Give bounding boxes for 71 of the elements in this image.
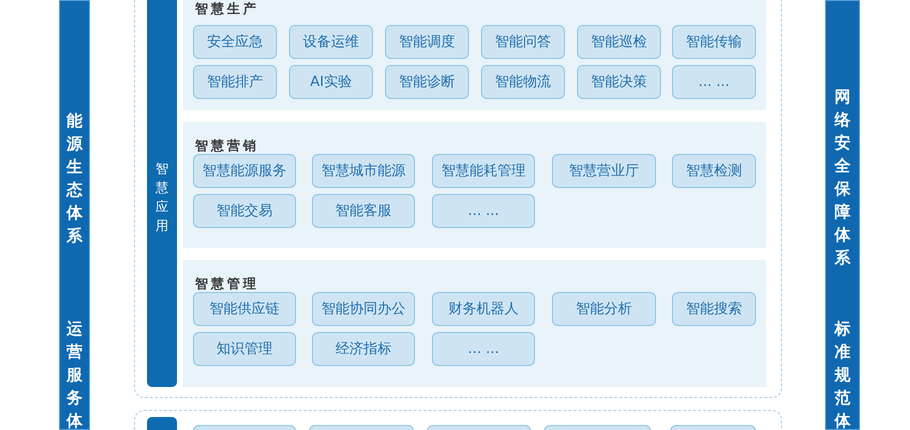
vertical-label: 网络安全保障体系: [834, 86, 850, 269]
function-box: [193, 65, 277, 99]
function-box: [312, 332, 415, 366]
function-box: [312, 292, 415, 326]
vertical-label: 智慧应用: [156, 161, 168, 236]
function-label: ... ...: [468, 341, 500, 357]
function-box: [289, 65, 373, 99]
function-label: ... ...: [698, 74, 730, 90]
side-column-bar: [825, 0, 860, 430]
function-label: 智能传输: [686, 33, 742, 51]
function-label: 设备运维: [303, 33, 359, 51]
function-label: 智能搜索: [686, 300, 742, 318]
category-panel: [183, 0, 766, 110]
function-box: [481, 25, 565, 59]
dashed-group-frame: [134, 0, 782, 398]
function-box: [312, 154, 415, 188]
function-box: [672, 154, 756, 188]
function-label: 智慧城市能源: [322, 162, 406, 180]
function-box: [193, 332, 296, 366]
vertical-label: 标准规范体: [834, 318, 850, 430]
function-label: 智能调度: [399, 33, 455, 51]
function-box: [289, 25, 373, 59]
panel-heading: 智慧营销: [195, 138, 259, 155]
function-label: ... ...: [468, 203, 500, 219]
vertical-label: 运营服务体: [66, 318, 82, 430]
function-box: [672, 65, 756, 99]
function-label: 智能诊断: [399, 73, 455, 91]
function-box: [312, 194, 415, 228]
function-label: 智能问答: [495, 33, 551, 51]
function-label: 智慧能耗管理: [442, 162, 526, 180]
function-label: 智能分析: [576, 300, 632, 318]
function-box: [577, 65, 661, 99]
category-panel: [183, 122, 766, 248]
function-label: 财务机器人: [448, 300, 518, 318]
function-box: [193, 154, 296, 188]
function-label: 经济指标: [336, 340, 392, 358]
function-label: AI实验: [310, 73, 352, 91]
function-box: [193, 292, 296, 326]
function-box: [432, 154, 535, 188]
function-box: [385, 25, 469, 59]
panel-heading: 智慧生产: [195, 0, 259, 18]
function-label: 智能排产: [207, 73, 263, 91]
function-label: 智慧检测: [686, 162, 742, 180]
function-box: [552, 292, 656, 326]
function-box: [432, 292, 535, 326]
function-box: [432, 194, 535, 228]
side-column-bar: [59, 0, 90, 430]
function-box: [672, 292, 756, 326]
panel-heading: 智慧管理: [195, 276, 259, 293]
function-label: 知识管理: [216, 340, 272, 358]
function-box: [481, 65, 565, 99]
function-box: [552, 154, 656, 188]
vertical-label: 能源生态体系: [66, 110, 82, 247]
function-box: [193, 194, 296, 228]
function-label: 智能交易: [216, 202, 272, 220]
function-label: 智能决策: [591, 73, 647, 91]
function-label: 智能物流: [495, 73, 551, 91]
function-box: [577, 25, 661, 59]
function-label: 安全应急: [207, 33, 263, 51]
category-panel: [183, 260, 766, 387]
function-label: 智能巡检: [591, 33, 647, 51]
function-label: 智能客服: [336, 202, 392, 220]
function-box: [385, 65, 469, 99]
layer-label-bar: [147, 0, 177, 387]
function-box: [193, 25, 277, 59]
function-box: [672, 25, 756, 59]
function-box: [432, 332, 535, 366]
function-label: 智能供应链: [210, 300, 280, 318]
function-label: 智慧能源服务: [202, 162, 286, 180]
function-label: 智慧营业厅: [569, 162, 639, 180]
function-label: 智能协同办公: [322, 300, 406, 318]
